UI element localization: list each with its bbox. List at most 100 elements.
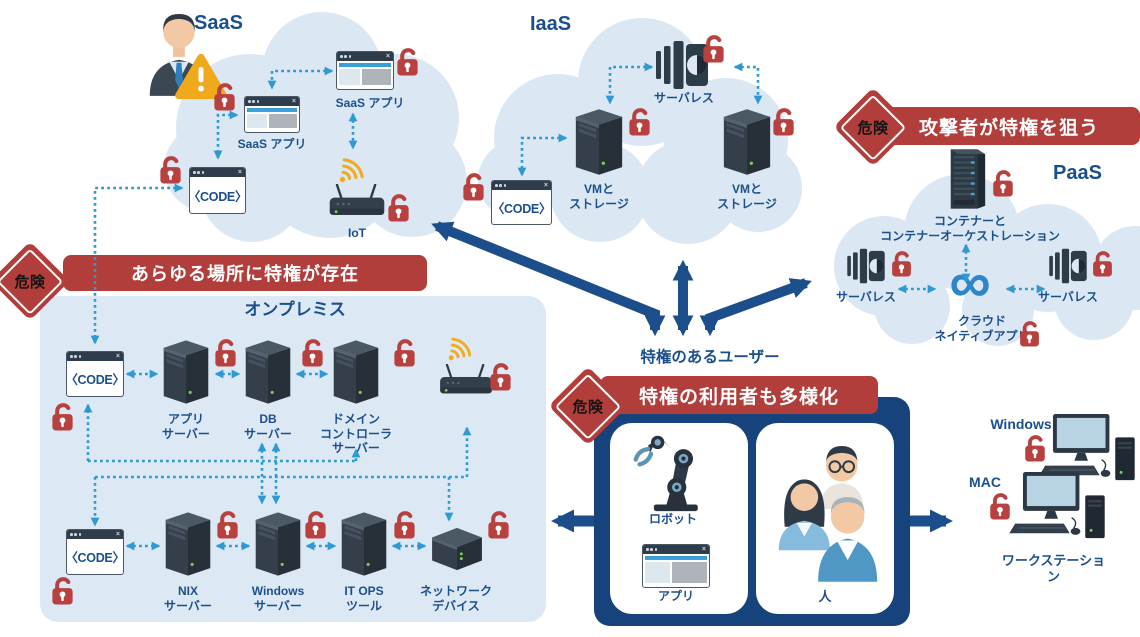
container-rack-icon bbox=[945, 144, 989, 214]
paas-serverless-right-label: サーバレス bbox=[1038, 290, 1098, 304]
danger-badge-onprem: 危険 bbox=[0, 241, 70, 321]
saas-code-window: × 〈CODE〉 bbox=[189, 167, 246, 214]
windows-server-label: Windows サーバー bbox=[251, 584, 305, 613]
window-titlebar: × bbox=[337, 52, 393, 61]
center-app-window: × bbox=[642, 544, 710, 588]
app-server-label: アプリ サーバー bbox=[162, 412, 210, 441]
close-icon: × bbox=[237, 169, 242, 176]
iaas-title: IaaS bbox=[530, 13, 572, 35]
danger-badge-label: 危険 bbox=[14, 273, 46, 291]
network-device-label: ネットワーク デバイス bbox=[419, 584, 492, 613]
people-label: 人 bbox=[818, 589, 832, 604]
lock-icon bbox=[1090, 249, 1115, 278]
code-text: 〈CODE〉 bbox=[491, 201, 552, 216]
people-icon bbox=[765, 434, 887, 582]
danger-badge-label: 危険 bbox=[857, 119, 889, 137]
close-icon: × bbox=[291, 98, 296, 105]
robot-arm-icon bbox=[628, 430, 716, 514]
danger-badge-center: 危険 bbox=[548, 366, 628, 446]
paas-container-label: コンテナーと コンテナーオーケストレーション bbox=[880, 214, 1060, 243]
paas-cloudnative-label: クラウド ネイティブアプリ bbox=[934, 314, 1030, 343]
saas-title: SaaS bbox=[194, 12, 243, 34]
close-icon: × bbox=[701, 546, 706, 553]
onprem-code-window-bottom: × 〈CODE〉 bbox=[66, 529, 124, 575]
lock-icon bbox=[770, 106, 797, 137]
lock-icon bbox=[700, 33, 727, 64]
center-app-label: アプリ bbox=[657, 589, 694, 603]
saas-app2-label: SaaS アプリ bbox=[335, 96, 405, 110]
serverless-icon bbox=[843, 248, 889, 284]
db-server-label: DB サーバー bbox=[244, 412, 292, 441]
windows-label: Windows bbox=[990, 416, 1052, 432]
onprem-code-window-top: × 〈CODE〉 bbox=[66, 351, 124, 397]
lock-icon bbox=[391, 337, 418, 368]
mac-workstation-icon bbox=[1008, 472, 1108, 544]
lock-icon bbox=[626, 106, 653, 137]
center-banner: 特権の利用者も多様化 bbox=[600, 376, 878, 414]
window-titlebar: × bbox=[67, 530, 123, 539]
iaas-vm-right-label: VMと ストレージ bbox=[717, 182, 777, 211]
lock-icon bbox=[1017, 319, 1042, 348]
close-icon: × bbox=[385, 53, 390, 60]
saas-app1-label: SaaS アプリ bbox=[237, 137, 307, 151]
itops-label: IT OPS ツール bbox=[344, 584, 384, 613]
paas-serverless-left-label: サーバレス bbox=[836, 290, 896, 304]
iaas-code-window: × 〈CODE〉 bbox=[491, 180, 552, 225]
window-titlebar: × bbox=[67, 352, 123, 361]
workstation-label: ワークステーション bbox=[1001, 553, 1106, 584]
code-text: 〈CODE〉 bbox=[66, 551, 124, 565]
lock-icon bbox=[889, 249, 914, 278]
lock-icon bbox=[49, 575, 76, 606]
lock-icon bbox=[212, 337, 239, 368]
onprem-banner: あらゆる場所に特権が存在 bbox=[63, 255, 427, 291]
lock-icon bbox=[987, 491, 1013, 521]
lock-icon bbox=[299, 337, 326, 368]
code-text: 〈CODE〉 bbox=[189, 189, 246, 204]
lock-icon bbox=[302, 509, 329, 540]
onprem-banner-text: あらゆる場所に特権が存在 bbox=[131, 264, 359, 284]
human-users-panel bbox=[756, 423, 894, 614]
lock-icon bbox=[49, 401, 76, 432]
app-server-icon bbox=[160, 338, 212, 406]
close-icon: × bbox=[115, 353, 120, 360]
wifi-icon bbox=[447, 328, 481, 362]
lock-icon bbox=[394, 46, 421, 77]
windows-server-icon bbox=[252, 510, 304, 578]
danger-badge-paas: 危険 bbox=[833, 87, 913, 167]
onprem-title: オンプレミス bbox=[244, 300, 346, 319]
lock-icon bbox=[385, 192, 412, 223]
wifi-icon bbox=[338, 148, 374, 184]
lock-icon bbox=[485, 509, 512, 540]
itops-tool-icon bbox=[338, 510, 390, 578]
network-device-icon bbox=[428, 526, 486, 572]
lock-icon bbox=[391, 509, 418, 540]
iot-label: IoT bbox=[348, 226, 366, 240]
lock-icon bbox=[990, 168, 1016, 198]
iaas-serverless-label: サーバレス bbox=[654, 91, 714, 105]
center-banner-text: 特権の利用者も多様化 bbox=[638, 386, 839, 408]
lock-icon bbox=[214, 509, 241, 540]
lock-icon bbox=[487, 361, 514, 392]
robot-label: ロボット bbox=[648, 512, 697, 526]
lock-icon bbox=[1022, 433, 1048, 463]
infinity-icon: ∞ bbox=[949, 250, 991, 315]
code-text: 〈CODE〉 bbox=[66, 373, 124, 387]
domain-controller-icon bbox=[330, 338, 382, 406]
serverless-icon bbox=[1045, 248, 1091, 284]
lock-icon bbox=[460, 171, 487, 202]
domain-controller-label: ドメイン コントローラ サーバー bbox=[319, 412, 392, 456]
paas-banner-text: 攻撃者が特権を狙う bbox=[918, 117, 1099, 139]
mac-label: MAC bbox=[969, 474, 1001, 490]
saas-app-window-1: × bbox=[244, 96, 300, 133]
close-icon: × bbox=[543, 182, 548, 189]
vm-server-icon bbox=[572, 107, 626, 177]
window-titlebar: × bbox=[190, 168, 245, 177]
window-titlebar: × bbox=[245, 97, 299, 106]
paas-title: PaaS bbox=[1053, 162, 1102, 184]
iaas-vm-left-label: VMと ストレージ bbox=[569, 182, 629, 211]
db-server-icon bbox=[242, 338, 294, 406]
danger-badge-label: 危険 bbox=[572, 398, 604, 416]
window-titlebar: × bbox=[643, 545, 709, 554]
lock-icon bbox=[157, 154, 184, 185]
